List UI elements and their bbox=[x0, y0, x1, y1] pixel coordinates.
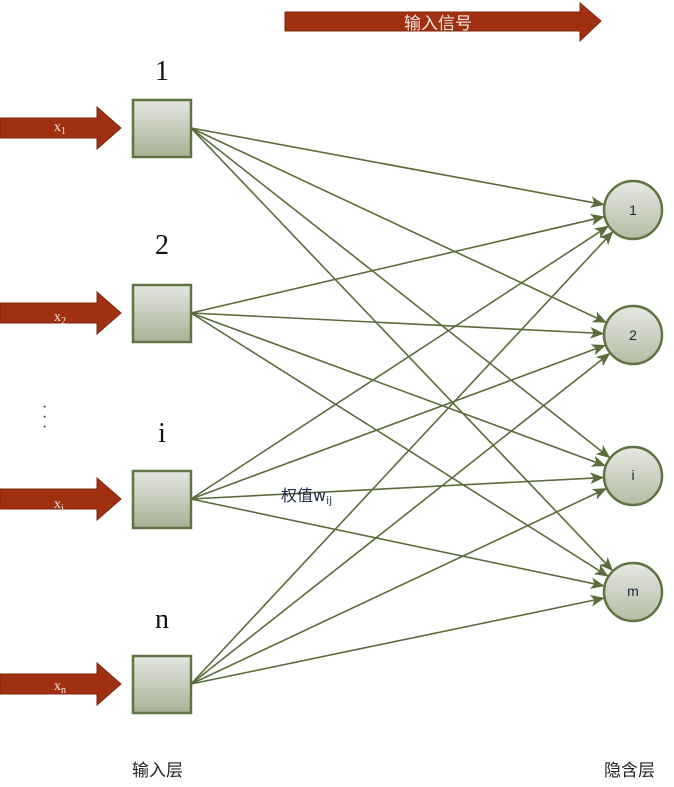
hidden-node-label: i bbox=[631, 467, 635, 483]
input-signal-label: 输入信号 bbox=[404, 14, 472, 34]
input-variable-label: x1 bbox=[54, 120, 66, 137]
connection-edge bbox=[190, 127, 607, 324]
hidden-node-circle bbox=[602, 445, 664, 507]
input-node-number: i bbox=[158, 418, 166, 449]
hidden-layer-label: 隐含层 bbox=[604, 761, 655, 781]
input-variable-label: xn bbox=[54, 679, 66, 696]
connection-edge bbox=[190, 344, 606, 500]
connection-edge bbox=[190, 312, 609, 577]
input-symbol: x bbox=[54, 310, 61, 325]
input-subscript: 2 bbox=[61, 316, 66, 327]
connection-edge bbox=[190, 488, 607, 685]
weight-text: 权值 bbox=[281, 486, 314, 505]
hidden-node-label: 2 bbox=[629, 327, 637, 343]
hidden-node-circle bbox=[602, 304, 664, 366]
input-symbol: x bbox=[54, 120, 61, 135]
input-node-box bbox=[131, 654, 193, 715]
input-arrow bbox=[0, 105, 122, 151]
connection-edge bbox=[190, 127, 611, 459]
input-variable-label: xi bbox=[54, 497, 64, 514]
input-arrow bbox=[0, 476, 122, 522]
hidden-node-circle bbox=[602, 561, 664, 623]
connection-edge bbox=[190, 472, 605, 500]
input-signal-arrow bbox=[284, 1, 602, 43]
input-node-number: 1 bbox=[155, 56, 169, 87]
connection-edge bbox=[190, 225, 609, 500]
input-variable-label: x2 bbox=[54, 310, 66, 327]
input-node-box bbox=[131, 98, 193, 159]
connection-edge bbox=[190, 127, 605, 208]
connection-edge bbox=[190, 214, 605, 314]
connection-edge bbox=[190, 352, 611, 685]
input-subscript: n bbox=[61, 685, 66, 696]
connection-edge bbox=[190, 231, 614, 685]
input-subscript: i bbox=[61, 503, 64, 514]
hidden-node-label: 1 bbox=[629, 202, 637, 218]
hidden-node-circle bbox=[602, 179, 664, 241]
connection-edge bbox=[190, 127, 614, 572]
ellipsis: ··· bbox=[42, 399, 48, 436]
input-node-box bbox=[131, 283, 193, 344]
connection-edge bbox=[190, 595, 605, 685]
hidden-nodes bbox=[602, 179, 664, 623]
connection-edges bbox=[190, 127, 614, 685]
connection-edge bbox=[190, 498, 605, 589]
weight-symbol: w bbox=[313, 486, 327, 505]
input-node-number: 2 bbox=[155, 230, 169, 261]
input-node-number: n bbox=[155, 604, 169, 635]
input-subscript: 1 bbox=[61, 126, 66, 137]
connection-edge bbox=[190, 312, 605, 339]
input-node-box bbox=[131, 469, 193, 530]
input-nodes bbox=[131, 98, 193, 715]
input-layer-label: 输入层 bbox=[132, 761, 183, 781]
input-arrow bbox=[0, 290, 122, 336]
input-symbol: x bbox=[54, 679, 61, 694]
input-arrows bbox=[0, 105, 122, 707]
input-arrow bbox=[0, 661, 122, 707]
weight-label: 权值wij bbox=[281, 482, 332, 507]
weight-subscript: ij bbox=[326, 494, 333, 507]
hidden-node-label: m bbox=[627, 583, 639, 599]
connection-edge bbox=[190, 312, 606, 467]
input-symbol: x bbox=[54, 497, 61, 512]
